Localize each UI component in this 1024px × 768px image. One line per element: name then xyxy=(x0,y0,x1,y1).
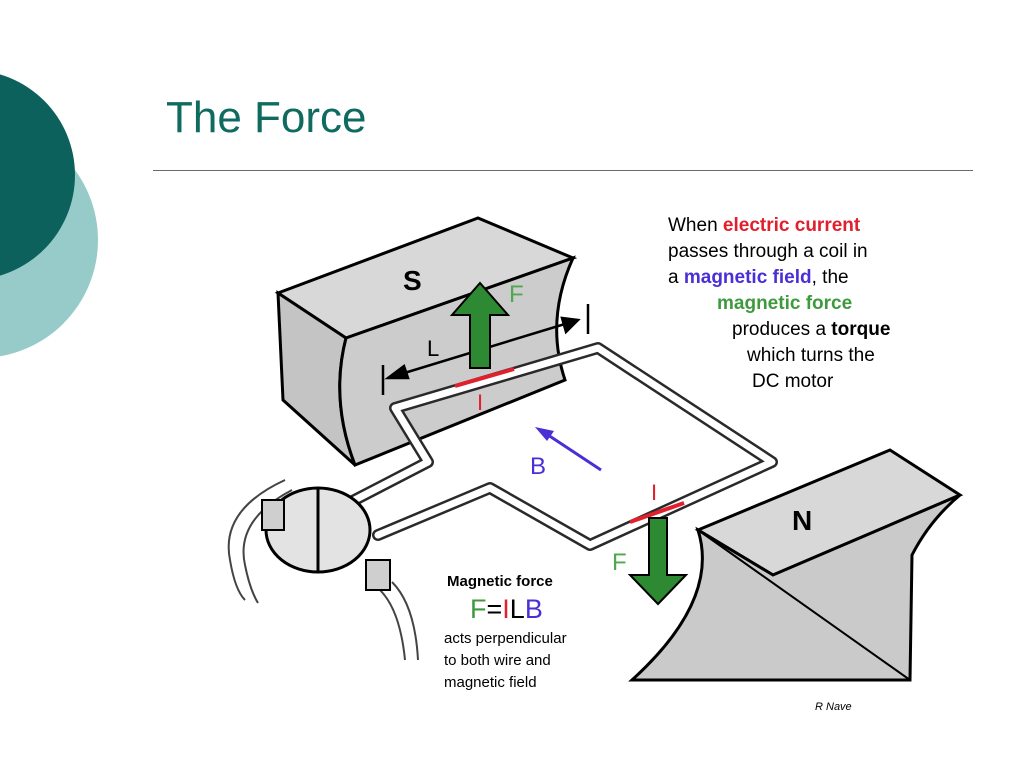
force-arrow-down xyxy=(627,517,689,606)
magnet-n-edge xyxy=(697,529,911,681)
pole-s-label: S xyxy=(403,265,422,296)
credit-label: R Nave xyxy=(815,701,852,713)
formula-heading: Magnetic force xyxy=(447,573,553,590)
commutator xyxy=(261,486,391,591)
force-arrow-up xyxy=(449,281,511,369)
formula: F=ILB xyxy=(470,594,543,624)
field-arrow-head xyxy=(535,427,554,441)
svg-text:magnetic force: magnetic force xyxy=(717,293,852,314)
magnet-n xyxy=(628,448,964,682)
svg-text:passes through a coil in: passes through a coil in xyxy=(668,241,868,262)
svg-text:When electric current: When electric current xyxy=(668,215,861,236)
svg-text:a magnetic field, the: a magnetic field, the xyxy=(668,267,849,288)
svg-text:magnetic field: magnetic field xyxy=(444,674,537,691)
field-label: B xyxy=(530,453,546,480)
slide-title: The Force xyxy=(166,93,367,142)
magnet-s xyxy=(274,216,578,467)
caption: When electric current passes through a c… xyxy=(668,215,890,392)
force-label-bottom: F xyxy=(612,549,627,576)
length-label: L xyxy=(427,336,439,361)
pole-n-label: N xyxy=(792,505,812,536)
current-arrow-bottom xyxy=(629,501,685,524)
decorative-circles xyxy=(0,74,98,357)
svg-text:which turns the: which turns the xyxy=(746,345,875,366)
dark-teal-circle xyxy=(0,74,75,276)
field-arrow xyxy=(544,431,602,472)
coil xyxy=(339,342,778,551)
current-arrow-top xyxy=(454,367,515,388)
svg-text:to both wire and: to both wire and xyxy=(444,652,551,669)
svg-text:acts perpendicular: acts perpendicular xyxy=(444,630,567,647)
brush-right xyxy=(365,559,391,591)
svg-text:DC motor: DC motor xyxy=(752,371,834,392)
title-divider xyxy=(153,170,973,171)
current-label-top: I xyxy=(477,390,483,415)
force-label-top: F xyxy=(509,281,524,308)
brush-left xyxy=(261,499,285,531)
current-label-bottom: I xyxy=(651,480,657,505)
svg-text:produces a torque: produces a torque xyxy=(732,319,890,340)
formula-box: Magnetic force F=ILB acts perpendicular … xyxy=(444,573,567,691)
